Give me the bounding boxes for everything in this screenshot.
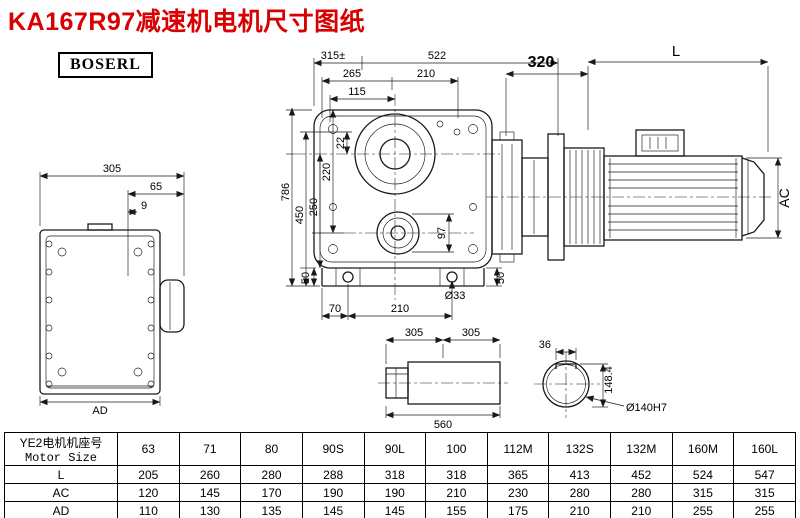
shaft-dimensions: 305 305 560 [385, 327, 501, 431]
size-col-header: 160M [671, 432, 735, 466]
dim-value-cell: 155 [425, 501, 488, 518]
dim-value-cell: 210 [425, 483, 488, 502]
shaft-end-dimensions: 36 148.4 Ø140H7 [539, 339, 667, 414]
shaft-geometry [378, 361, 508, 405]
dim-value-cell: 120 [117, 483, 180, 502]
dim-value-cell: 547 [733, 465, 796, 484]
side-view: 305 65 9 AD [39, 163, 185, 417]
output-shaft-view: 305 305 560 [378, 327, 508, 431]
dim-value-cell: 315 [671, 483, 735, 502]
dim-motor-AC: AC [776, 188, 792, 207]
size-col-header: 132M [610, 432, 673, 466]
row-label-ad: AD [4, 501, 118, 518]
size-col-header: 90S [301, 432, 365, 466]
dim-front-70: 70 [329, 303, 341, 315]
dim-end-140H7: Ø140H7 [626, 402, 667, 414]
dim-motor-320: 320 [528, 54, 555, 71]
side-view-dimensions: 305 65 9 AD [39, 163, 185, 417]
dim-motor-L: L [672, 43, 680, 60]
dim-side-AD: AD [92, 405, 107, 417]
front-view-dimensions: 315± 522 265 210 115 22 220 250 [280, 50, 559, 320]
size-col-header: 132S [548, 432, 611, 466]
dim-end-148: 148.4 [603, 366, 615, 394]
dim-front-450: 450 [294, 206, 306, 224]
dim-value-cell: 210 [610, 501, 673, 518]
dim-value-cell: 280 [240, 465, 303, 484]
motor-geometry [486, 129, 772, 263]
dim-value-cell: 280 [548, 483, 611, 502]
dim-side-9: 9 [141, 200, 147, 212]
size-col-header: 80 [240, 432, 303, 466]
dim-front-50-left: 50 [300, 272, 312, 284]
dim-value-cell: 365 [486, 465, 550, 484]
dim-front-522: 522 [428, 50, 446, 62]
front-view-geometry [294, 94, 500, 300]
dim-shaft-560: 560 [434, 419, 452, 431]
dim-value-cell: 318 [363, 465, 427, 484]
size-col-header: 100 [425, 432, 488, 466]
row-label-l: L [4, 465, 118, 484]
dim-value-cell: 175 [486, 501, 550, 518]
dim-front-115: 115 [348, 86, 366, 98]
dim-value-cell: 135 [240, 501, 303, 518]
dim-front-50-right: 50 [495, 272, 507, 284]
size-col-header: 160L [733, 432, 796, 466]
dim-value-cell: 130 [178, 501, 242, 518]
dim-front-22: 22 [335, 137, 347, 149]
dim-value-cell: 170 [240, 483, 303, 502]
dim-value-cell: 260 [178, 465, 242, 484]
dim-front-97: 97 [436, 227, 448, 239]
dim-value-cell: 452 [610, 465, 673, 484]
dim-value-cell: 318 [425, 465, 488, 484]
dim-front-250: 250 [308, 198, 320, 216]
page-title: KA167R97减速机电机尺寸图纸 [8, 8, 366, 36]
size-col-header: 63 [117, 432, 180, 466]
dim-front-220: 220 [321, 163, 333, 181]
front-view: 315± 522 265 210 115 22 220 250 [280, 50, 559, 320]
dim-value-cell: 255 [671, 501, 735, 518]
motor-dimensions: 320 L AC [505, 43, 792, 239]
dim-value-cell: 145 [301, 501, 365, 518]
size-col-header: 90L [363, 432, 427, 466]
dim-value-cell: 230 [486, 483, 550, 502]
dim-value-cell: 413 [548, 465, 611, 484]
dim-value-cell: 288 [301, 465, 365, 484]
size-col-header: 112M [486, 432, 550, 466]
row-label-ac: AC [4, 483, 118, 502]
size-col-header: 71 [178, 432, 242, 466]
dim-value-cell: 205 [117, 465, 180, 484]
dim-front-786: 786 [280, 183, 292, 201]
dim-side-305: 305 [103, 163, 121, 175]
motor-assembly-view: 320 L AC [486, 43, 792, 263]
dim-shaft-305b: 305 [462, 327, 480, 339]
side-view-geometry [39, 223, 185, 395]
dim-front-210-bottom: 210 [391, 303, 409, 315]
dim-front-210-top: 210 [417, 68, 435, 80]
dim-value-cell: 145 [178, 483, 242, 502]
dim-value-cell: 210 [548, 501, 611, 518]
dim-value-cell: 145 [363, 501, 427, 518]
dim-side-65: 65 [150, 181, 162, 193]
dim-end-36: 36 [539, 339, 551, 351]
dim-value-cell: 524 [671, 465, 735, 484]
brand-logo: BOSERL [58, 52, 153, 78]
dim-value-cell: 315 [733, 483, 796, 502]
dim-value-cell: 110 [117, 501, 180, 518]
dim-shaft-305a: 305 [405, 327, 423, 339]
shaft-end-view: 36 148.4 Ø140H7 [534, 339, 667, 418]
shaft-end-geometry [534, 352, 600, 418]
dim-value-cell: 190 [363, 483, 427, 502]
dim-value-cell: 255 [733, 501, 796, 518]
dim-front-o33: Ø33 [445, 290, 466, 302]
dim-value-cell: 190 [301, 483, 365, 502]
dim-value-cell: 280 [610, 483, 673, 502]
dim-front-265: 265 [343, 68, 361, 80]
dim-front-315: 315± [321, 50, 345, 62]
